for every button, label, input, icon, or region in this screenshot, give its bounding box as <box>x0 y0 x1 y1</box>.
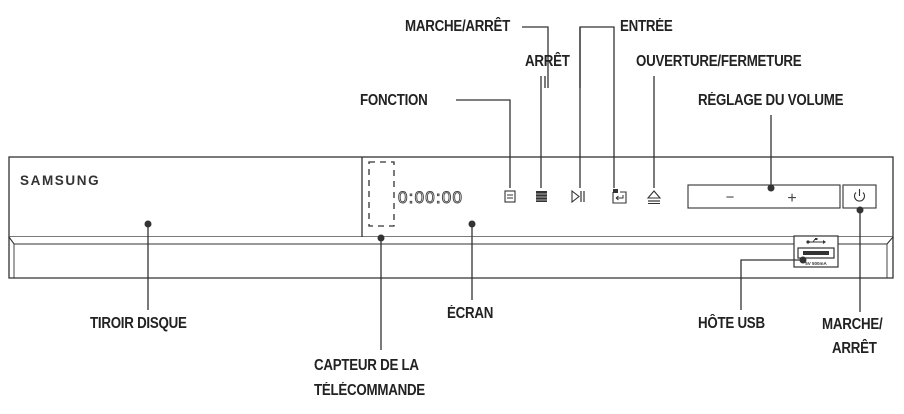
label-tiroir-disque: TIROIR DISQUE <box>90 315 187 332</box>
label-marche-arret-bottom-2: ARRÊT <box>832 340 877 357</box>
label-entree: ENTRÉE <box>620 18 673 35</box>
player-body <box>8 156 894 279</box>
usb-icon <box>806 238 826 244</box>
label-arret: ARRÊT <box>525 53 570 70</box>
brand-logo: SAMSUNG <box>20 173 100 188</box>
leader-dots <box>144 184 864 264</box>
label-marche-arret-top: MARCHE/ARRÊT <box>405 18 511 35</box>
label-marche-arret-bottom-1: MARCHE/ <box>822 316 883 333</box>
input-button[interactable] <box>612 189 627 204</box>
eject-button[interactable] <box>646 190 662 204</box>
label-reglage-volume: RÉGLAGE DU VOLUME <box>698 92 844 109</box>
volume-control[interactable] <box>687 184 841 209</box>
display-readout: 0:00:00 <box>398 188 463 207</box>
usb-rating: 5V 500mA <box>805 261 827 266</box>
label-ecran: ÉCRAN <box>447 305 494 322</box>
label-capteur-1: CAPTEUR DE LA <box>314 357 419 374</box>
label-capteur-2: TÉLÉCOMMANDE <box>314 382 425 399</box>
label-ouverture-fermeture: OUVERTURE/FERMETURE <box>636 53 802 70</box>
stop-button[interactable] <box>536 191 547 202</box>
label-fonction: FONCTION <box>360 92 428 109</box>
remote-sensor-window <box>368 161 395 227</box>
function-button[interactable] <box>504 190 516 203</box>
label-hote-usb: HÔTE USB <box>698 315 765 332</box>
volume-plus-button[interactable]: + <box>787 190 796 207</box>
leader-lines <box>147 26 861 350</box>
play-pause-button[interactable] <box>571 189 585 204</box>
volume-minus-button[interactable]: − <box>726 189 735 206</box>
